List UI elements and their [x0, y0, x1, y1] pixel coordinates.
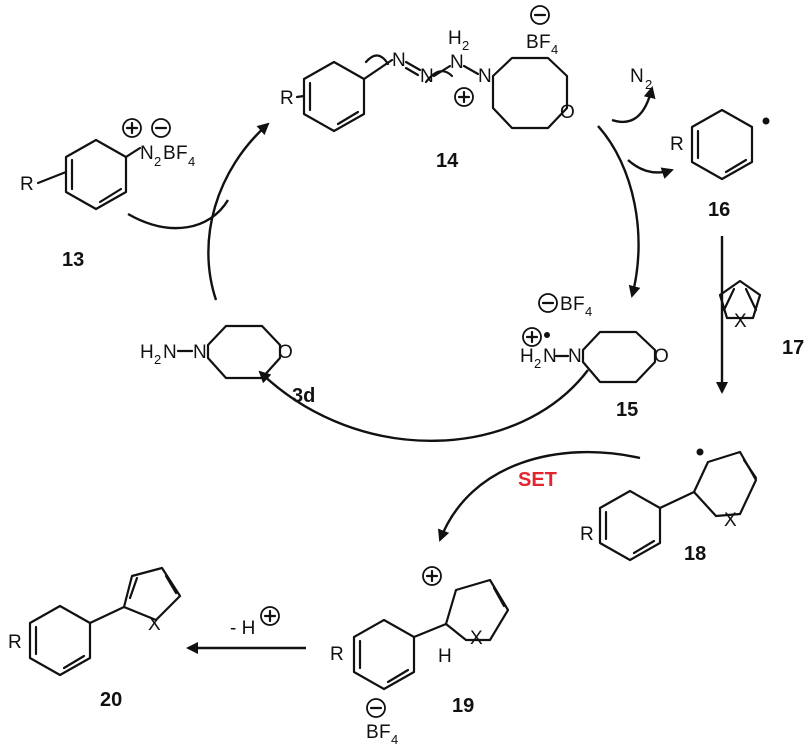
- o-atom-3d: O: [278, 342, 293, 363]
- b-atom-14: B: [526, 32, 539, 53]
- cycle-arrow-bottom: [258, 369, 589, 442]
- positive-charge-icon: [122, 118, 142, 138]
- r-group-19: R: [330, 644, 344, 665]
- compound-15: B F 4 H 2 N N O 15: [520, 293, 669, 421]
- compound-13: R N 2 B F 4 13: [20, 118, 195, 271]
- negative-charge-icon: [530, 5, 550, 25]
- f4-subscript-15: 4: [585, 304, 592, 319]
- label-19: 19: [452, 695, 474, 717]
- h-atom-14: H: [448, 28, 462, 49]
- set-arrow: [438, 450, 641, 542]
- label-17: 17: [782, 337, 804, 359]
- label-14: 14: [436, 150, 459, 172]
- label-18: 18: [684, 543, 706, 565]
- positive-charge-icon: [422, 566, 442, 586]
- set-label: SET: [518, 469, 557, 491]
- cycle-arrow-13-in: [127, 199, 230, 230]
- b-atom-19: B: [366, 722, 379, 743]
- f-atom-15: F: [573, 294, 585, 315]
- h2-subscript-15: 2: [534, 356, 541, 371]
- diazo-n: N: [140, 143, 154, 164]
- label-3d: 3d: [292, 385, 315, 407]
- h-atom-3d: H: [140, 342, 154, 363]
- negative-charge-icon: [538, 293, 558, 313]
- label-15: 15: [616, 399, 638, 421]
- x-atom-19: X: [470, 628, 483, 649]
- f4-subscript-13: 4: [188, 154, 195, 169]
- positive-charge-icon: [260, 606, 280, 626]
- n-atom-14c: N: [450, 52, 464, 73]
- n-atom-3da: N: [163, 342, 177, 363]
- compound-17: X 17: [718, 279, 804, 359]
- n-atom-14a: N: [392, 50, 406, 71]
- radical-dot: [544, 332, 550, 338]
- negative-charge-icon: [151, 118, 171, 138]
- label-16: 16: [708, 199, 730, 221]
- x-atom-20: X: [148, 614, 161, 635]
- positive-charge-icon: [454, 87, 474, 107]
- compound-20: R X 20: [8, 566, 182, 711]
- f-atom-19: F: [379, 722, 391, 743]
- n2-n: N: [630, 66, 644, 87]
- r-group-16: R: [670, 134, 684, 155]
- compound-16: R 16: [627, 108, 770, 221]
- nitrogen-release: N 2: [611, 66, 656, 124]
- label-13: 13: [62, 249, 84, 271]
- x-atom-17: X: [734, 311, 747, 332]
- n-atom-14b: N: [420, 66, 434, 87]
- o-atom-15: O: [654, 346, 669, 367]
- r-group-14: R: [280, 88, 294, 109]
- o-atom-14: O: [560, 102, 575, 123]
- h-atom-19: H: [438, 646, 452, 667]
- compound-19: R X H B F 4 19: [330, 566, 510, 745]
- r-group-18: R: [580, 524, 594, 545]
- f4-subscript-14: 4: [551, 42, 558, 57]
- label-20: 20: [100, 689, 122, 711]
- f4-subscript-19: 4: [391, 732, 398, 745]
- cycle-arrow-right: [597, 125, 641, 298]
- h-atom-15: H: [520, 346, 534, 367]
- n-atom-14d: N: [478, 66, 492, 87]
- h2-subscript-14: 2: [462, 38, 469, 53]
- r-group-13: R: [20, 174, 34, 195]
- f-atom-14: F: [539, 32, 551, 53]
- x-atom-18: X: [724, 510, 737, 531]
- negative-charge-icon: [366, 698, 386, 718]
- compound-18: R X 18: [580, 448, 758, 565]
- f-atom-13: F: [176, 143, 188, 164]
- h2-subscript-3d: 2: [154, 352, 161, 367]
- deprotonation-label: - H: [230, 618, 255, 639]
- radical-dot: [696, 448, 704, 456]
- radical-dot: [762, 117, 770, 125]
- n-atom-3db: N: [193, 342, 207, 363]
- n-atom-15a: N: [543, 346, 557, 367]
- cycle-arrow-left: [207, 122, 270, 301]
- n-atom-15b: N: [568, 346, 582, 367]
- r-group-20: R: [8, 632, 22, 653]
- compound-14: R N N N H 2 N O B F 4 14: [280, 5, 575, 172]
- n2-released-subscript: 2: [645, 77, 652, 92]
- positive-charge-icon: [522, 327, 542, 347]
- b-atom-15: B: [560, 294, 573, 315]
- n2-subscript: 2: [154, 154, 161, 169]
- b-atom-13: B: [163, 143, 176, 164]
